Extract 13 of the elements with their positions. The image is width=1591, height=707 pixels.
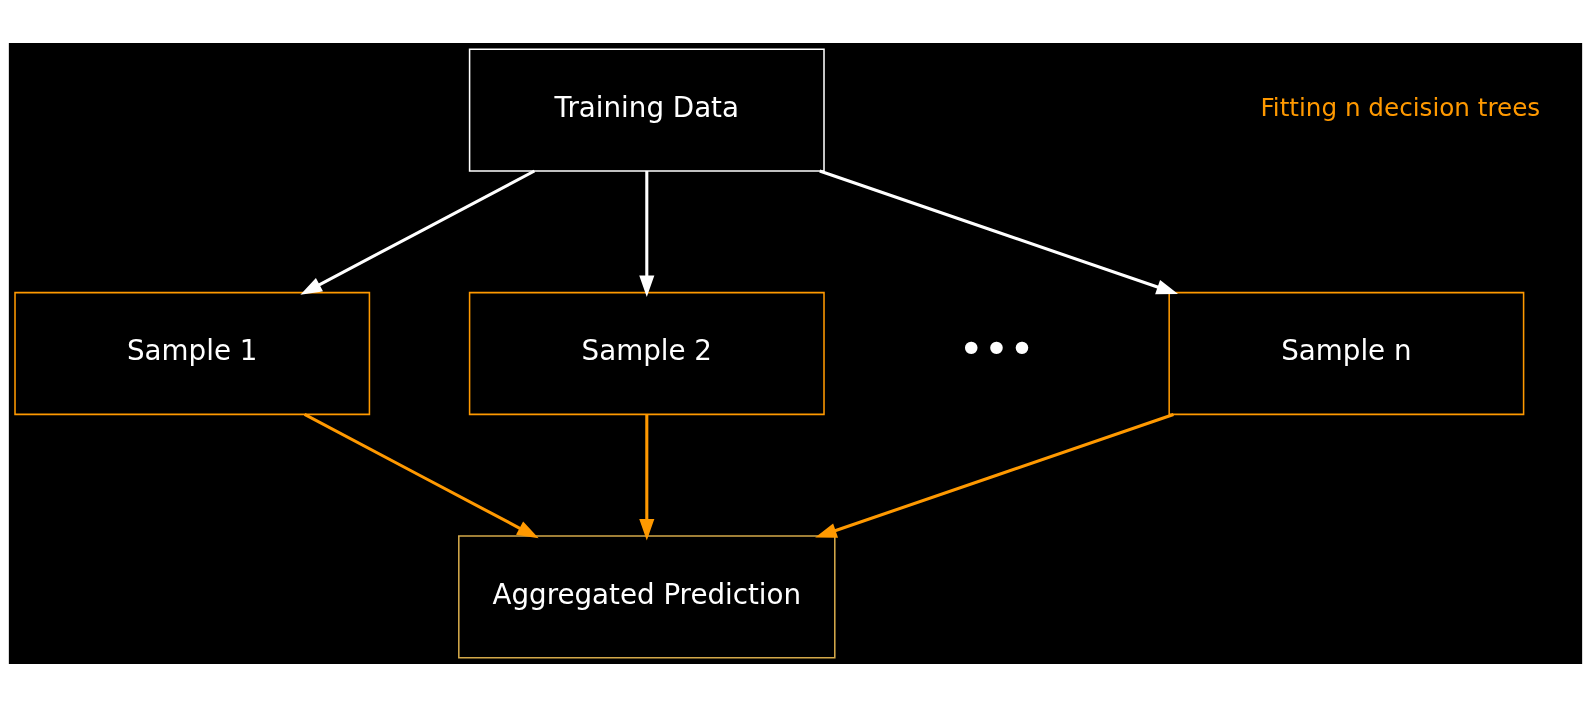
node-box: Sample 1 bbox=[14, 291, 371, 416]
arrow bbox=[303, 413, 539, 539]
arrow bbox=[639, 171, 655, 298]
label: Fitting n decision trees bbox=[1260, 92, 1541, 122]
node-box: Training Data bbox=[468, 48, 825, 172]
arrow bbox=[815, 413, 1174, 538]
arrow bbox=[819, 169, 1179, 295]
arrow bbox=[639, 414, 655, 541]
arrow bbox=[300, 169, 536, 295]
node-box: Sample n bbox=[1168, 291, 1525, 416]
node-box: Aggregated Prediction bbox=[458, 535, 836, 659]
label: ••• bbox=[958, 324, 1035, 375]
node-box: Sample 2 bbox=[468, 291, 825, 416]
